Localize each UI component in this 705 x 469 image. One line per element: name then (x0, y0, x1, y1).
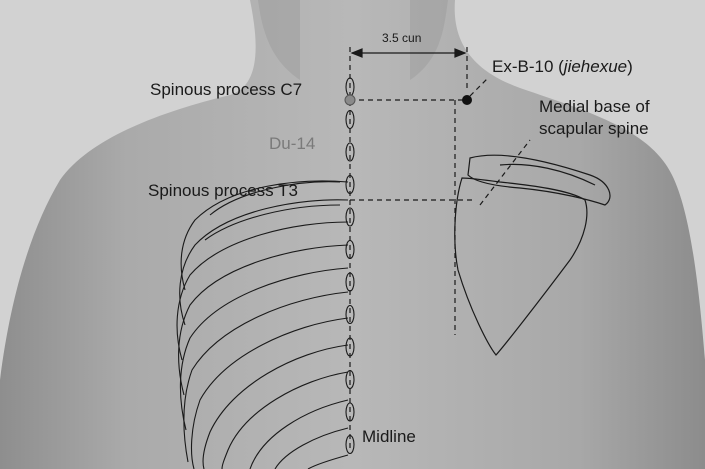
exb10-label: Ex-B-10 (jiehexue) (492, 57, 633, 77)
exb10-close: ) (627, 57, 633, 76)
scapular-spine-label-line1: Medial base of (539, 97, 650, 117)
scapular-spine-label-line2: scapular spine (539, 119, 649, 139)
exb10-pinyin: jiehexue (564, 57, 627, 76)
c7-label: Spinous process C7 (150, 80, 302, 100)
measurement-label: 3.5 cun (382, 32, 421, 46)
midline-label: Midline (362, 427, 416, 447)
exb10-point (462, 95, 472, 105)
exb10-name: Ex-B-10 ( (492, 57, 564, 76)
t3-label: Spinous process T3 (148, 181, 298, 201)
du14-point (345, 95, 355, 105)
du14-label: Du-14 (269, 134, 315, 154)
